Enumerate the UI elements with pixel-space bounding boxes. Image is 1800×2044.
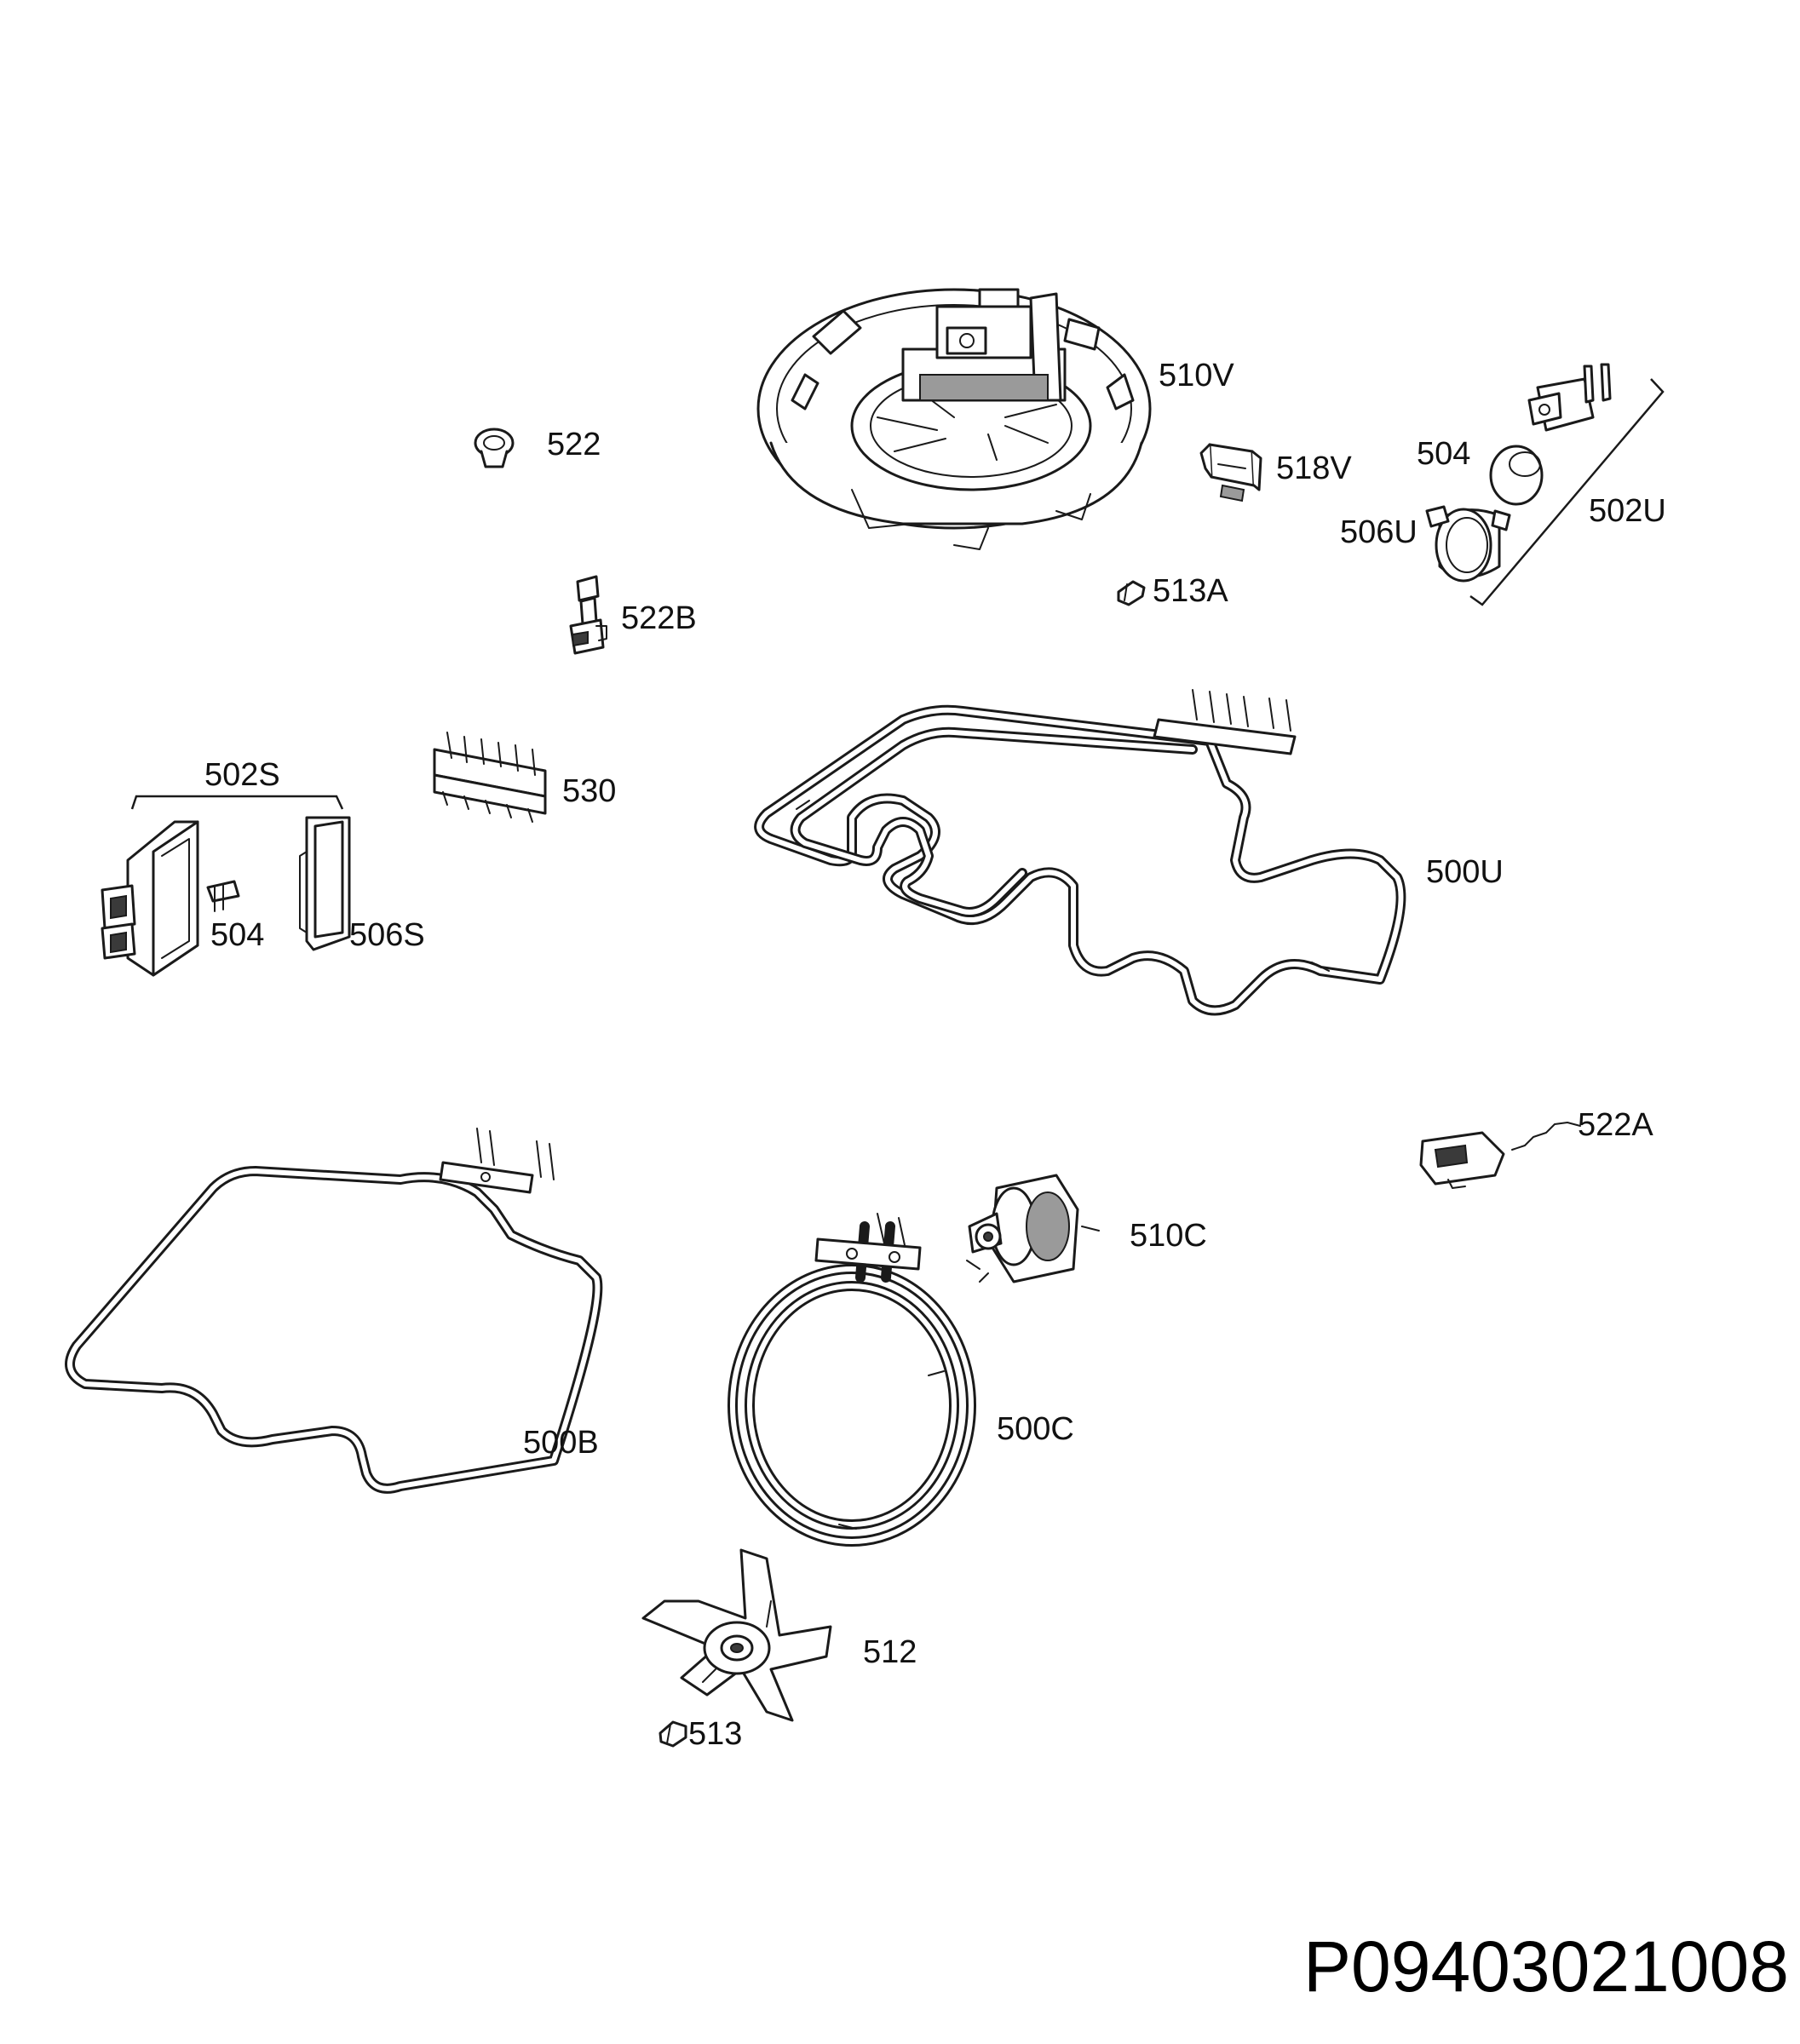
part-label-513: 513 [688,1716,742,1752]
part-label-500C: 500C [997,1411,1074,1447]
part-label-510V: 510V [1159,358,1234,393]
lamp-assembly-502U[interactable]: 504 506U 502U [1340,363,1666,606]
fan-blade-512[interactable]: 512 [641,1548,917,1722]
heating-element-500C[interactable]: 500C [727,1213,1074,1547]
part-label-500B: 500B [523,1425,599,1461]
part-label-500U: 500U [1426,854,1504,890]
part-label-518V: 518V [1276,451,1352,486]
part-label-510C: 510C [1130,1218,1207,1254]
diagram-id: P09403021008 [1303,1926,1789,2007]
part-label-504-left: 504 [210,917,264,953]
nut-513[interactable]: 513 [658,1716,742,1752]
part-label-530: 530 [562,773,616,809]
part-label-504-top: 504 [1417,436,1470,472]
heating-element-500U[interactable]: 500U [754,689,1504,1016]
part-label-513A: 513A [1153,573,1228,609]
terminal-block-530[interactable]: 530 [433,732,616,823]
clip-522[interactable]: 522 [474,427,601,468]
motor-510C[interactable]: 510C [966,1174,1207,1283]
heating-element-500B[interactable]: 500B [65,1128,603,1494]
nut-513A[interactable]: 513A [1117,573,1228,609]
part-label-512: 512 [863,1634,917,1670]
part-label-506U: 506U [1340,514,1418,550]
thermal-cutout-522A[interactable]: 522A [1419,1107,1653,1189]
part-label-502S: 502S [204,757,280,793]
part-label-502U: 502U [1589,493,1666,529]
part-label-522: 522 [547,427,601,462]
bracket-502U [1469,378,1665,606]
lamp-assembly-502S[interactable]: 502S 504 506S [101,757,425,977]
part-label-506S: 506S [349,917,425,953]
sensor-522B[interactable]: 522B [569,575,697,655]
part-label-522B: 522B [621,600,697,636]
bracket-518V[interactable]: 518V [1199,443,1352,502]
fan-assembly-510V[interactable]: 510V [756,288,1234,550]
bracket-502S [130,795,344,810]
part-label-522A: 522A [1578,1107,1653,1143]
